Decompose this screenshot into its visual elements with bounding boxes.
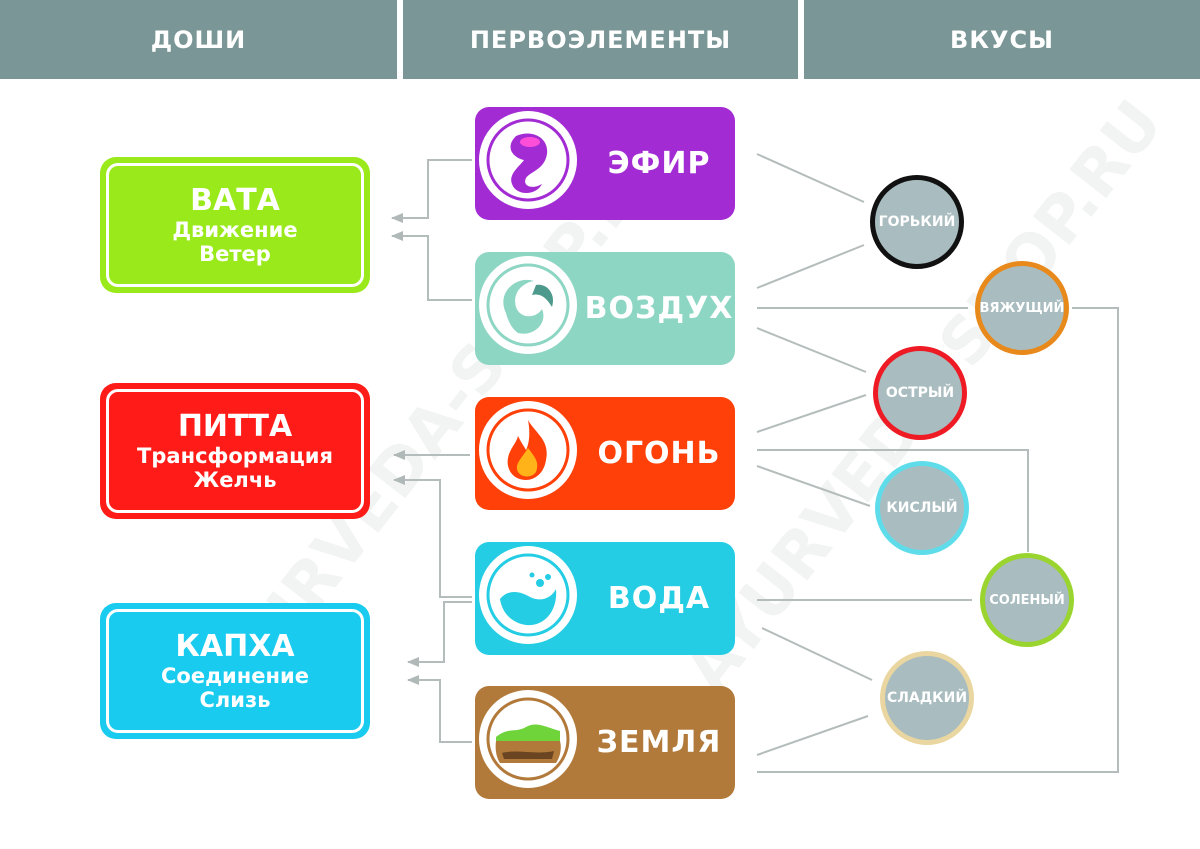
dosha-vata-title: ВАТА <box>190 182 280 218</box>
connector-fire-sour <box>756 465 871 507</box>
connector-earth-sweet <box>756 715 869 756</box>
header-doshas: ДОШИ <box>0 0 397 79</box>
dosha-kapha: КАПХА Соединение Слизь <box>100 603 370 739</box>
element-earth-badge <box>479 690 577 788</box>
taste-bitter: ГОРЬКИЙ <box>870 175 964 269</box>
element-fire-label: ОГОНЬ <box>597 436 721 471</box>
element-water: ВОДА <box>475 542 735 655</box>
connector-air-pungent <box>756 327 867 373</box>
element-ether-badge <box>479 111 577 209</box>
connector-fire-pungent <box>756 394 867 433</box>
connector-earth-kapha <box>407 675 472 743</box>
dosha-vata: ВАТА Движение Ветер <box>100 157 370 293</box>
connector-ether-vata <box>391 159 472 223</box>
earth-icon <box>486 697 570 781</box>
element-earth: ЗЕМЛЯ <box>475 686 735 799</box>
header-elements: ПЕРВОЭЛЕМЕНТЫ <box>403 0 798 79</box>
dosha-vata-line1: Движение <box>172 218 298 243</box>
connector-fire-salty <box>757 449 1029 552</box>
element-ether-label: ЭФИР <box>607 146 711 181</box>
ether-icon <box>486 118 570 202</box>
water-icon <box>486 553 570 637</box>
taste-sweet: СЛАДКИЙ <box>880 651 974 745</box>
taste-sour: КИСЛЫЙ <box>875 461 969 555</box>
connector-astringent-earth <box>757 307 1119 773</box>
taste-pungent: ОСТРЫЙ <box>873 346 967 440</box>
dosha-pitta: ПИТТА Трансформация Желчь <box>100 383 370 519</box>
dosha-vata-line2: Ветер <box>199 242 271 267</box>
element-air-label: ВОЗДУХ <box>584 291 734 326</box>
dosha-pitta-line2: Желчь <box>193 468 277 493</box>
connector-water-pitta <box>393 475 472 598</box>
element-ether: ЭФИР <box>475 107 735 220</box>
header-tastes: ВКУСЫ <box>804 0 1200 79</box>
element-air: ВОЗДУХ <box>475 252 735 365</box>
connector-air-bitter <box>756 244 865 289</box>
dosha-kapha-line2: Слизь <box>199 688 271 713</box>
element-water-label: ВОДА <box>607 581 711 616</box>
element-fire-badge <box>479 401 577 499</box>
connector-water-kapha <box>407 601 472 667</box>
element-fire: ОГОНЬ <box>475 397 735 510</box>
air-icon <box>486 263 570 347</box>
dosha-kapha-line1: Соединение <box>161 664 309 689</box>
element-earth-label: ЗЕМЛЯ <box>596 725 722 760</box>
taste-salty: СОЛЕНЫЙ <box>980 553 1074 647</box>
connector-air-vata <box>391 231 472 301</box>
dosha-kapha-title: КАПХА <box>175 628 295 664</box>
dosha-pitta-line1: Трансформация <box>137 444 333 469</box>
taste-astringent: ВЯЖУЩИЙ <box>975 261 1069 355</box>
dosha-pitta-title: ПИТТА <box>177 408 293 444</box>
element-air-badge <box>479 256 577 354</box>
connector-ether-bitter <box>756 153 865 203</box>
connector-water-sweet <box>761 627 873 681</box>
fire-icon <box>486 408 570 492</box>
element-water-badge <box>479 546 577 644</box>
